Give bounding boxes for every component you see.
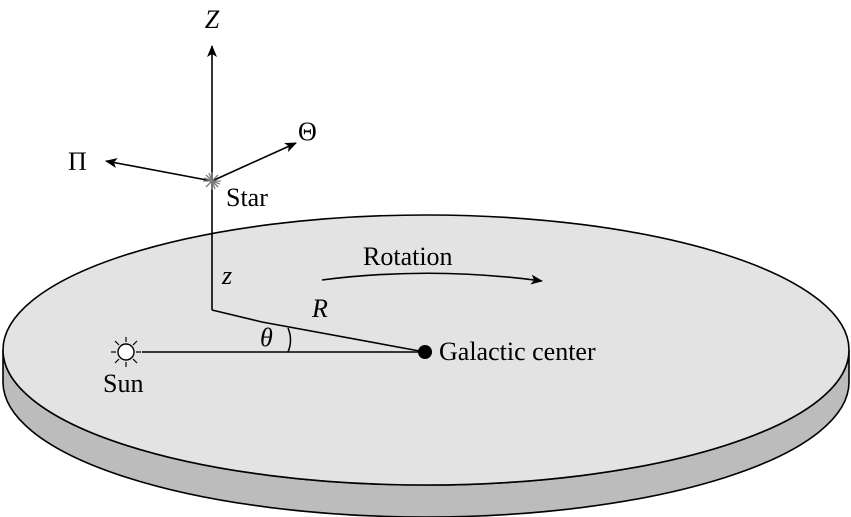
r-line: [261, 321, 426, 353]
star-label: Star: [226, 183, 268, 212]
radius-label: R: [311, 294, 328, 323]
height-label: z: [221, 261, 232, 290]
foot-segment: [211, 309, 263, 323]
galactic-center-dot: [418, 345, 432, 359]
sun-icon: [111, 337, 141, 367]
rotation-label: Rotation: [363, 242, 453, 271]
angle-label: θ: [260, 323, 273, 352]
theta-arc: [287, 327, 292, 353]
star-icon: [203, 172, 221, 190]
z-axis-label: Z: [205, 5, 220, 34]
pi-direction-label: Π: [68, 147, 87, 176]
sun-label: Sun: [103, 369, 143, 398]
galactic-center-label: Galactic center: [439, 337, 596, 366]
theta-direction-arrow: [211, 142, 297, 182]
theta-direction-label: Θ: [298, 117, 317, 146]
rotation-arrow: [321, 272, 543, 285]
pi-arrow: [105, 158, 213, 182]
